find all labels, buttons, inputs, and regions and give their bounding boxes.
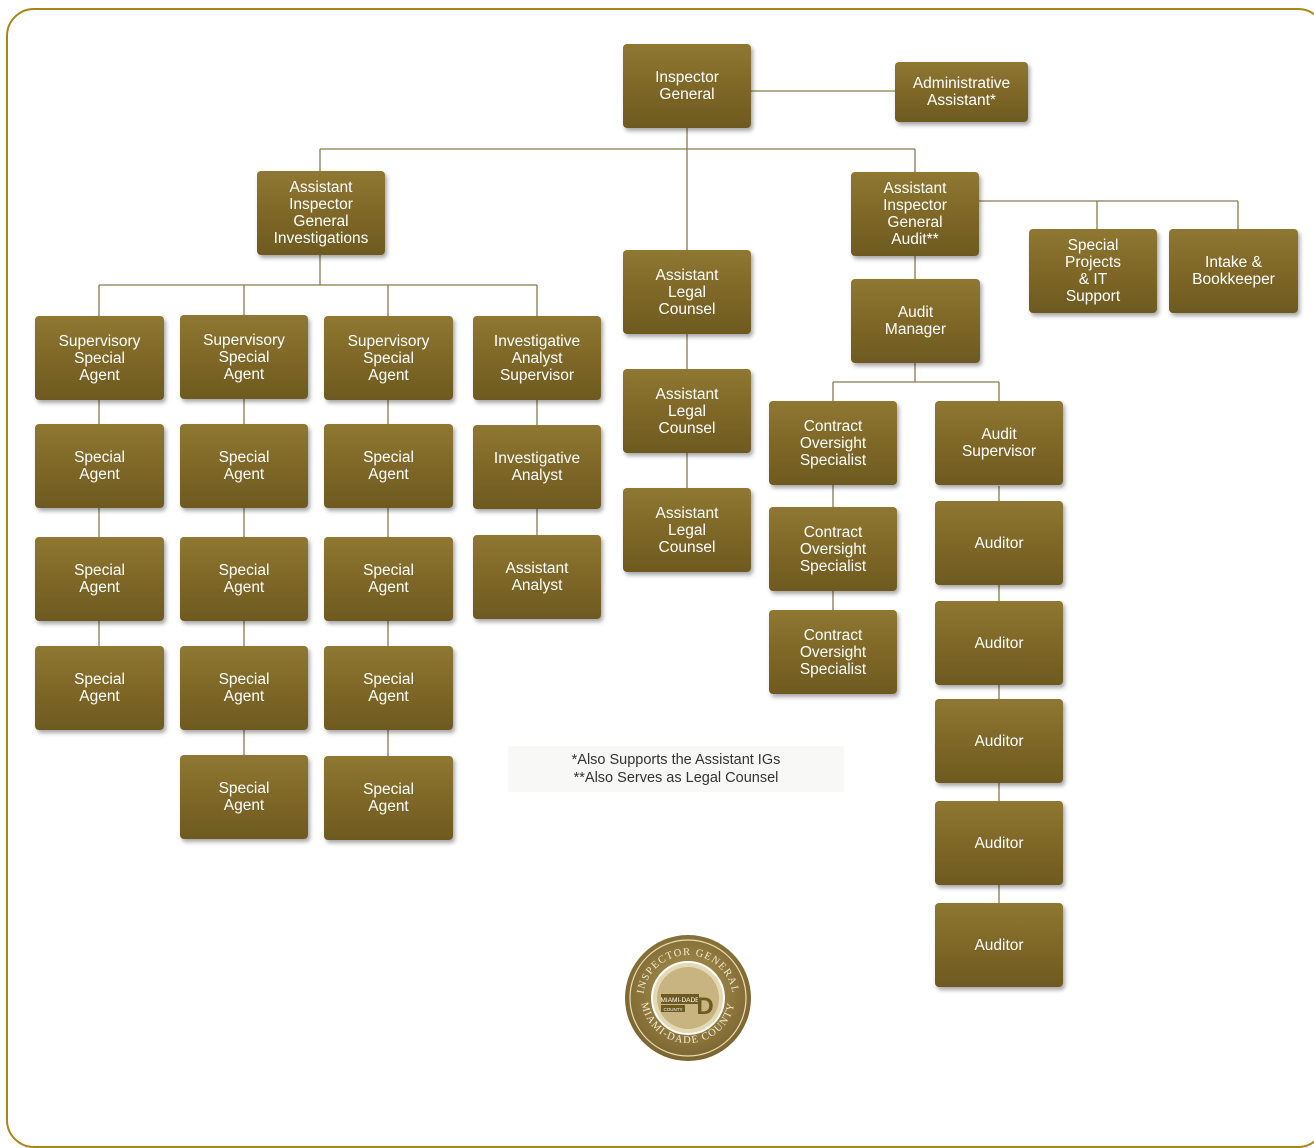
node-special-projects-it: Special Projects & IT Support: [1029, 229, 1157, 313]
node-special-agent: Special Agent: [35, 424, 164, 508]
node-assistant-legal-counsel: Assistant Legal Counsel: [623, 369, 751, 453]
node-inspector-general: Inspector General: [623, 44, 751, 128]
node-special-agent: Special Agent: [180, 646, 308, 730]
footnotes: *Also Supports the Assistant IGs **Also …: [508, 746, 844, 792]
node-contract-oversight-specialist: Contract Oversight Specialist: [769, 610, 897, 694]
node-contract-oversight-specialist: Contract Oversight Specialist: [769, 507, 897, 591]
node-aig-investigations: Assistant Inspector General Investigatio…: [257, 171, 385, 255]
svg-text:D: D: [696, 993, 713, 1020]
node-contract-oversight-specialist: Contract Oversight Specialist: [769, 401, 897, 485]
node-intake-bookkeeper: Intake & Bookkeeper: [1169, 229, 1298, 313]
node-special-agent: Special Agent: [324, 756, 453, 840]
node-audit-manager: Audit Manager: [851, 279, 980, 363]
node-investigative-analyst-supervisor: Investigative Analyst Supervisor: [473, 316, 601, 400]
footnote-line-1: *Also Supports the Assistant IGs: [571, 752, 781, 768]
node-auditor: Auditor: [935, 601, 1063, 685]
svg-text:MIAMI-DADE: MIAMI-DADE: [661, 997, 701, 1004]
node-special-agent: Special Agent: [180, 537, 308, 621]
node-supervisory-special-agent-3: Supervisory Special Agent: [324, 316, 453, 400]
node-special-agent: Special Agent: [324, 424, 453, 508]
node-auditor: Auditor: [935, 501, 1063, 585]
node-supervisory-special-agent-2: Supervisory Special Agent: [180, 315, 308, 399]
node-investigative-analyst: Investigative Analyst: [473, 425, 601, 509]
svg-text:COUNTY: COUNTY: [664, 1007, 683, 1012]
node-supervisory-special-agent-1: Supervisory Special Agent: [35, 316, 164, 400]
node-aig-audit: Assistant Inspector General Audit**: [851, 172, 979, 256]
node-auditor: Auditor: [935, 903, 1063, 987]
node-assistant-legal-counsel: Assistant Legal Counsel: [623, 250, 751, 334]
inspector-general-seal-logo: INSPECTOR GENERAL MIAMI-DADE COUNTY MIAM…: [625, 935, 751, 1061]
node-assistant-legal-counsel: Assistant Legal Counsel: [623, 488, 751, 572]
node-audit-supervisor: Audit Supervisor: [935, 401, 1063, 485]
node-special-agent: Special Agent: [324, 646, 453, 730]
node-administrative-assistant: Administrative Assistant*: [895, 62, 1028, 122]
node-auditor: Auditor: [935, 801, 1063, 885]
footnote-line-2: **Also Serves as Legal Counsel: [573, 770, 779, 786]
node-special-agent: Special Agent: [35, 537, 164, 621]
node-auditor: Auditor: [935, 699, 1063, 783]
node-special-agent: Special Agent: [324, 537, 453, 621]
node-special-agent: Special Agent: [180, 755, 308, 839]
node-special-agent: Special Agent: [35, 646, 164, 730]
node-special-agent: Special Agent: [180, 424, 308, 508]
node-assistant-analyst: Assistant Analyst: [473, 535, 601, 619]
